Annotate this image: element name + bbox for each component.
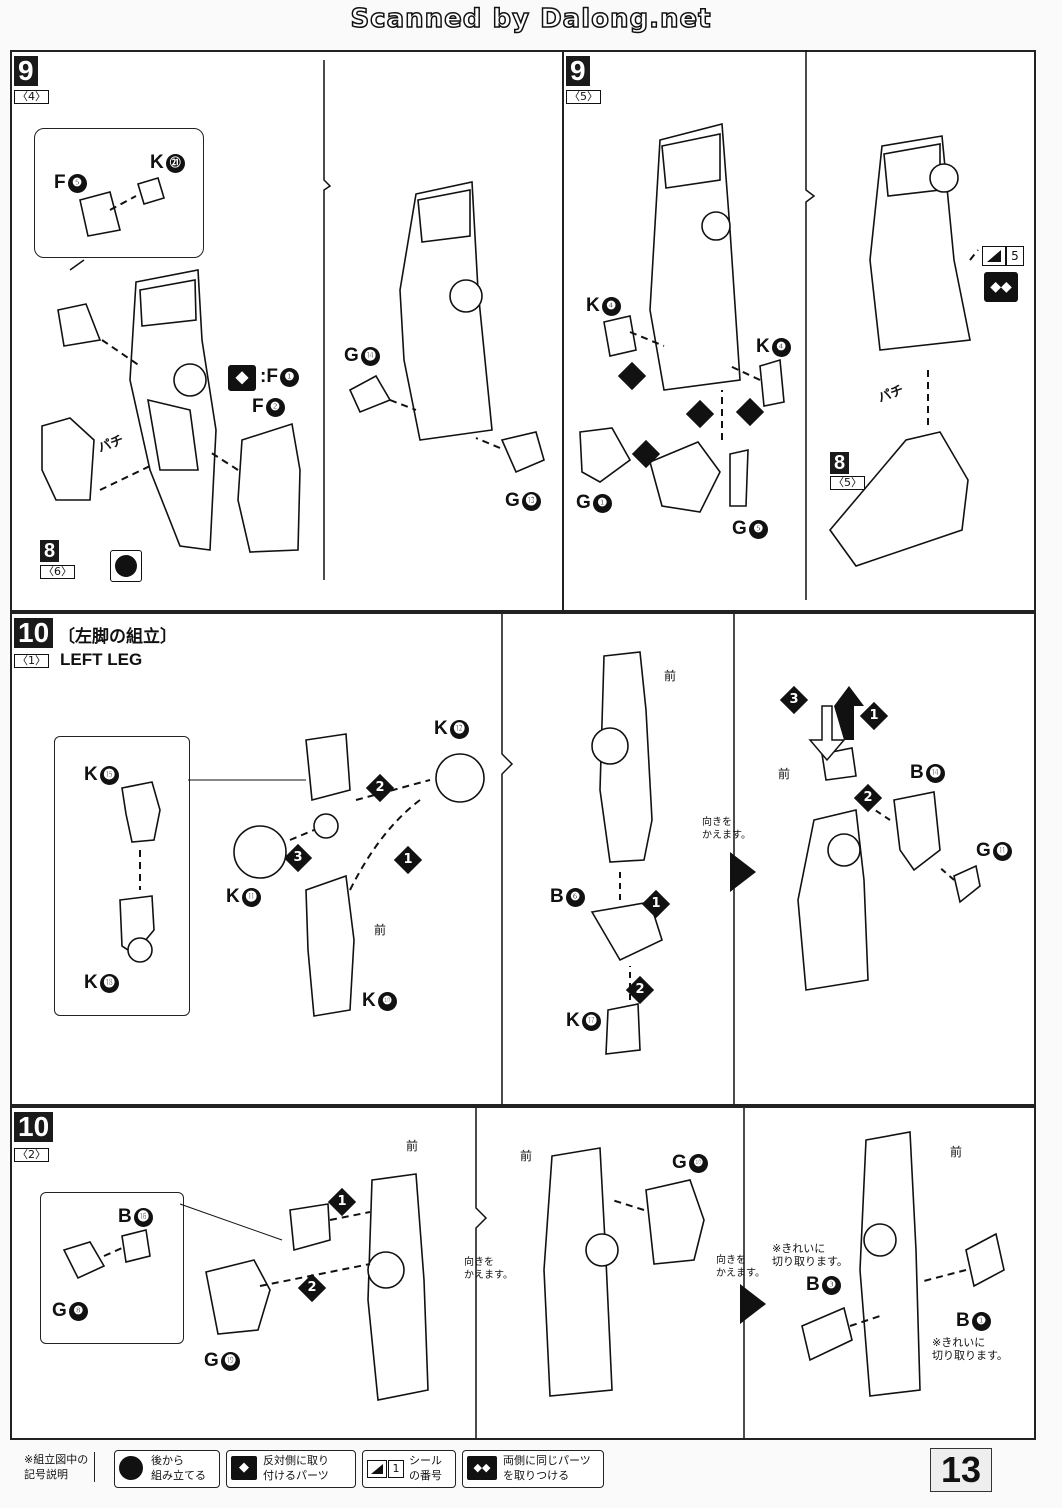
turn-note: 向きを かえます。: [464, 1257, 513, 1281]
assemble-later-icon: [110, 550, 142, 582]
divider-10-1-a: [501, 614, 514, 1104]
divider-10-2-b: [743, 1108, 745, 1438]
step9-4-illustration: [41, 177, 301, 553]
reverse-side-icon: ◆: [228, 365, 256, 391]
ref-step-number: 8: [830, 452, 850, 474]
step-marker-1: 1: [859, 701, 889, 731]
ref-step-number: 8: [40, 540, 60, 562]
step-number: 9: [14, 56, 38, 86]
substep-label: 〈2〉: [14, 1148, 49, 1162]
section-title-en: LEFT LEG: [60, 650, 143, 669]
both-sides-icon: ◆◆: [467, 1456, 497, 1480]
sticker-number: 1: [388, 1460, 404, 1478]
turn-note: 向きを かえます。: [702, 817, 751, 841]
turn-note: 向きを かえます。: [716, 1255, 765, 1279]
sticker-icon: [367, 1460, 387, 1478]
legend-text: 後から 組み立てる: [151, 1454, 206, 1482]
substep-label: 〈1〉: [14, 654, 49, 668]
front-label: 前: [664, 669, 677, 683]
step-number: 9: [566, 56, 590, 86]
ref-substep: 〈6〉: [40, 565, 75, 579]
sticker-icon: [982, 246, 1006, 266]
divider-10-2-a: [475, 1108, 488, 1438]
detail-inset: [34, 128, 204, 258]
legend-sticker: 1 シール の番号: [362, 1450, 456, 1488]
legend-reverse-side: ◆ 反対側に取り 付けるパーツ: [226, 1450, 356, 1488]
step-marker-2: 2: [625, 975, 655, 1005]
both-sides-icon: ◆◆: [984, 272, 1018, 302]
symbol-legend: ※組立図中の 記号説明 後から 組み立てる ◆ 反対側に取り 付けるパーツ 1 …: [10, 1446, 1052, 1492]
legend-title: ※組立図中の 記号説明: [24, 1452, 96, 1482]
detail-inset: [40, 1192, 184, 1344]
legend-text: 反対側に取り 付けるパーツ: [263, 1454, 329, 1482]
ref-substep: 〈5〉: [830, 476, 865, 490]
section-title-jp: 〔左脚の組立〕: [58, 627, 177, 647]
detail-inset: [54, 736, 190, 1016]
step-number: 10: [14, 1112, 54, 1142]
step-marker-2: 2: [853, 783, 883, 813]
step10-1-right-illustration: [797, 686, 981, 991]
page-number: 13: [930, 1448, 992, 1492]
clean-cut-note-1: ※きれいに 切り取ります。: [772, 1242, 848, 1268]
front-label: 前: [950, 1145, 963, 1159]
arrow-right-icon: [740, 1284, 766, 1324]
step9-4-right-illustration: [323, 60, 545, 580]
legend-text: 両側に同じパーツ を取りつける: [503, 1454, 591, 1482]
substep-label: 〈4〉: [14, 90, 49, 104]
front-label: 前: [778, 767, 791, 781]
step10-2-illustration: [62, 1173, 429, 1401]
watermark: Scanned by Dalong.net: [350, 3, 712, 35]
legend-both-sides: ◆◆ 両側に同じパーツ を取りつける: [462, 1450, 604, 1488]
step-number: 10: [14, 618, 54, 648]
front-label: 前: [406, 1139, 419, 1153]
assemble-later-icon: [119, 1456, 143, 1480]
divider-10-1-b: [733, 614, 735, 1104]
legend-assemble-later: 後から 組み立てる: [114, 1450, 220, 1488]
legend-text: シール の番号: [409, 1454, 442, 1482]
step-marker-1: 1: [641, 889, 671, 919]
clean-cut-note-2: ※きれいに 切り取ります。: [932, 1336, 1008, 1362]
step-marker-3: 3: [779, 685, 809, 715]
step10-2-mid-illustration: [543, 1147, 705, 1397]
step9-5-illustration: [579, 50, 979, 600]
reverse-side-icon: ◆: [231, 1456, 257, 1480]
step10-1-mid-illustration: [590, 651, 663, 1055]
substep-label: 〈5〉: [566, 90, 601, 104]
step10-1-illustration: [119, 733, 485, 1017]
front-label: 前: [520, 1149, 533, 1163]
front-label: 前: [374, 923, 387, 937]
step10-2-right-illustration: [801, 1131, 1005, 1397]
sticker-number: 5: [1006, 246, 1024, 266]
